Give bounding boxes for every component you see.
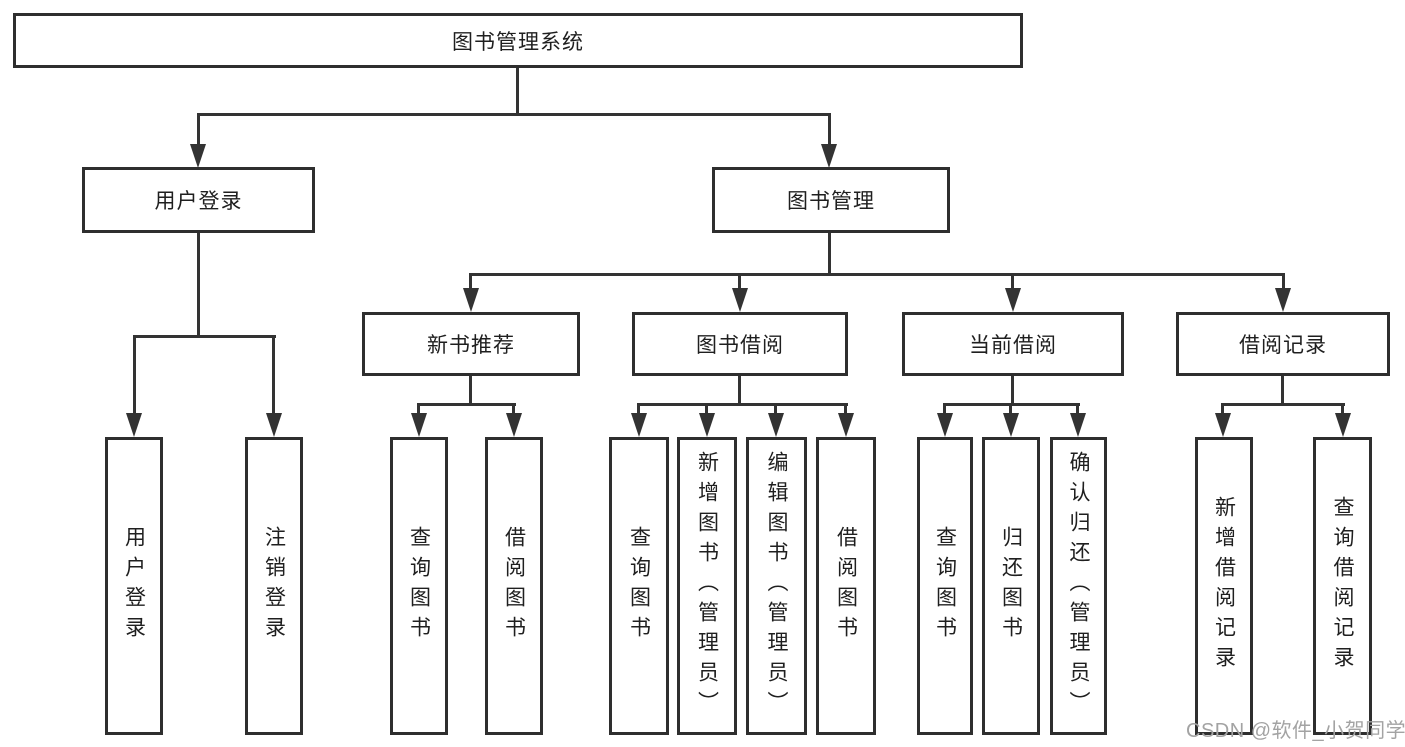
arrow-down-icon xyxy=(1275,288,1291,312)
connector-line xyxy=(1221,403,1345,406)
arrow-down-icon xyxy=(1215,413,1231,437)
connector-line xyxy=(516,68,519,115)
node-current-borrowing: 当前借阅 xyxy=(902,312,1124,376)
arrow-down-icon xyxy=(506,413,522,437)
connector-line xyxy=(197,113,831,116)
arrow-down-icon xyxy=(463,288,479,312)
connector-line xyxy=(1281,376,1284,405)
node-user-login: 用户登录 xyxy=(82,167,315,233)
connector-line xyxy=(943,403,1080,406)
connector-line xyxy=(133,338,136,414)
connector-line xyxy=(512,406,515,415)
arrow-down-icon xyxy=(699,413,715,437)
arrow-down-icon xyxy=(1003,413,1019,437)
arrow-down-icon xyxy=(768,413,784,437)
arrow-down-icon xyxy=(937,413,953,437)
watermark: CSDN @软件_小贺同学 xyxy=(1186,720,1405,742)
leaf-confirm-return-admin: 确认归还（管理员） xyxy=(1050,437,1107,735)
connector-line xyxy=(272,338,275,414)
connector-line xyxy=(469,376,472,405)
leaf-add-books-admin: 新增图书（管理员） xyxy=(677,437,737,735)
arrow-down-icon xyxy=(821,144,837,168)
leaf-borrow-books-2: 借阅图书 xyxy=(816,437,876,735)
leaf-query-books-3: 查询图书 xyxy=(917,437,973,735)
node-book-borrowing: 图书借阅 xyxy=(632,312,848,376)
leaf-query-books-2: 查询图书 xyxy=(609,437,669,735)
node-book-management: 图书管理 xyxy=(712,167,950,233)
connector-line xyxy=(828,116,831,146)
connector-line xyxy=(197,116,200,146)
connector-line xyxy=(1076,406,1079,415)
leaf-query-books-1: 查询图书 xyxy=(390,437,448,735)
leaf-borrow-books-1: 借阅图书 xyxy=(485,437,543,735)
connector-line xyxy=(197,233,200,337)
leaf-return-books: 归还图书 xyxy=(982,437,1040,735)
leaf-add-borrow-record: 新增借阅记录 xyxy=(1195,437,1253,735)
node-borrowing-records: 借阅记录 xyxy=(1176,312,1390,376)
connector-line xyxy=(1221,406,1224,415)
connector-line xyxy=(1282,276,1285,289)
connector-line xyxy=(828,233,831,275)
arrow-down-icon xyxy=(266,413,282,437)
leaf-edit-books-admin: 编辑图书（管理员） xyxy=(746,437,807,735)
connector-line xyxy=(738,276,741,289)
connector-line xyxy=(844,406,847,415)
arrow-down-icon xyxy=(126,413,142,437)
arrow-down-icon xyxy=(732,288,748,312)
arrow-down-icon xyxy=(1335,413,1351,437)
leaf-logout: 注销登录 xyxy=(245,437,303,735)
connector-line xyxy=(469,276,472,289)
connector-line xyxy=(637,406,640,415)
leaf-query-borrow-record: 查询借阅记录 xyxy=(1313,437,1372,735)
connector-line xyxy=(1009,406,1012,415)
connector-line xyxy=(774,406,777,415)
connector-line xyxy=(469,273,1285,276)
connector-line xyxy=(1011,276,1014,289)
arrow-down-icon xyxy=(411,413,427,437)
connector-line xyxy=(943,406,946,415)
connector-line xyxy=(1341,406,1344,415)
arrow-down-icon xyxy=(631,413,647,437)
arrow-down-icon xyxy=(190,144,206,168)
node-library-management-system: 图书管理系统 xyxy=(13,13,1023,68)
arrow-down-icon xyxy=(1070,413,1086,437)
leaf-user-login: 用户登录 xyxy=(105,437,163,735)
node-new-book-recommendation: 新书推荐 xyxy=(362,312,580,376)
connector-line xyxy=(637,403,848,406)
connector-line xyxy=(417,403,516,406)
connector-line xyxy=(133,335,276,338)
arrow-down-icon xyxy=(838,413,854,437)
connector-line xyxy=(705,406,708,415)
connector-line xyxy=(1011,376,1014,405)
connector-line xyxy=(738,376,741,405)
connector-line xyxy=(417,406,420,415)
arrow-down-icon xyxy=(1005,288,1021,312)
